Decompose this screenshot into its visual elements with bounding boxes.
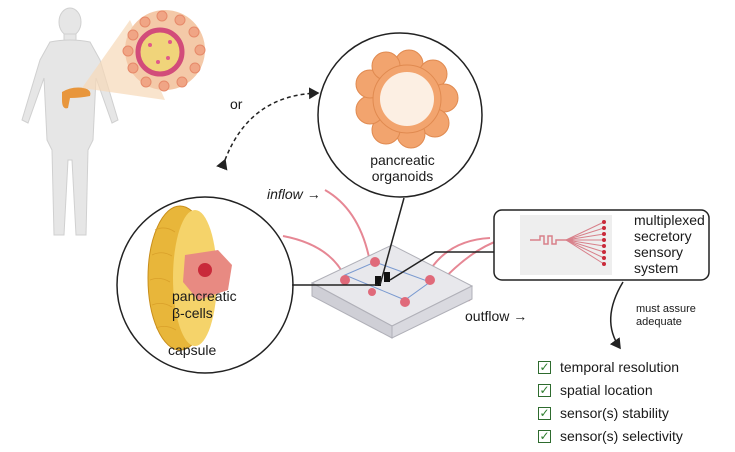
beta-cell-icon xyxy=(183,250,232,300)
capsule-label: capsule xyxy=(168,342,217,358)
sensor-array-icon xyxy=(520,215,612,275)
sensor-label-line-3: sensory xyxy=(634,244,684,260)
assure-arrow xyxy=(609,281,624,350)
organoid-label-line-1: pancreatic xyxy=(370,152,435,168)
checklist-item-label: sensor(s) selectivity xyxy=(560,428,683,444)
checklist-item-label: sensor(s) stability xyxy=(560,405,669,421)
checklist-item: ✓ temporal resolution xyxy=(538,358,679,376)
assure-label: must assure adequate xyxy=(636,303,696,329)
cells-label: pancreatic β-cells xyxy=(172,288,237,322)
pancreas-icon xyxy=(62,87,91,109)
checklist-item: ✓ sensor(s) stability xyxy=(538,404,669,422)
sensor-label-line-2: secretory xyxy=(634,228,692,244)
inflow-label: inflow → xyxy=(267,186,321,202)
chip-icon xyxy=(310,244,474,339)
checklist-item: ✓ spatial location xyxy=(538,381,653,399)
assure-label-line-1: must assure xyxy=(636,303,696,315)
checkbox-icon: ✓ xyxy=(538,360,551,374)
sensor-box-label: multiplexed secretory sensory system xyxy=(634,212,705,276)
organoid-label: pancreatic organoids xyxy=(355,152,450,184)
checklist-item: ✓ sensor(s) selectivity xyxy=(538,427,683,445)
checklist-item-label: temporal resolution xyxy=(560,359,680,375)
connector-lines xyxy=(292,197,494,286)
tissue-zoom-icon xyxy=(122,10,206,92)
or-label: or xyxy=(230,96,243,112)
outflow-label: outflow → xyxy=(465,308,527,324)
checkbox-icon: ✓ xyxy=(538,429,551,443)
capsule-icon xyxy=(147,205,217,351)
checkbox-icon: ✓ xyxy=(538,383,551,397)
organoid-icon xyxy=(355,49,459,149)
checkmark-icon: ✓ xyxy=(539,360,550,374)
checkmark-icon: ✓ xyxy=(539,406,550,420)
checkmark-icon: ✓ xyxy=(539,383,550,397)
checklist-item-label: spatial location xyxy=(560,382,653,398)
assure-label-line-2: adequate xyxy=(636,316,682,328)
organoid-label-line-2: organoids xyxy=(371,168,434,184)
inflow-arrow-icon: → xyxy=(306,186,321,202)
or-arrow xyxy=(216,87,320,171)
outflow-arrow-icon: → xyxy=(513,308,528,324)
inflow-text: inflow xyxy=(267,186,303,202)
human-body-icon xyxy=(21,7,119,236)
sensor-label-line-1: multiplexed xyxy=(634,212,705,228)
outflow-text: outflow xyxy=(465,308,510,324)
checkmark-icon: ✓ xyxy=(539,429,550,443)
sensor-label-line-4: system xyxy=(634,260,679,276)
cells-label-line-1: pancreatic xyxy=(172,288,237,304)
cells-label-line-2: β-cells xyxy=(172,305,213,321)
checkbox-icon: ✓ xyxy=(538,406,551,420)
